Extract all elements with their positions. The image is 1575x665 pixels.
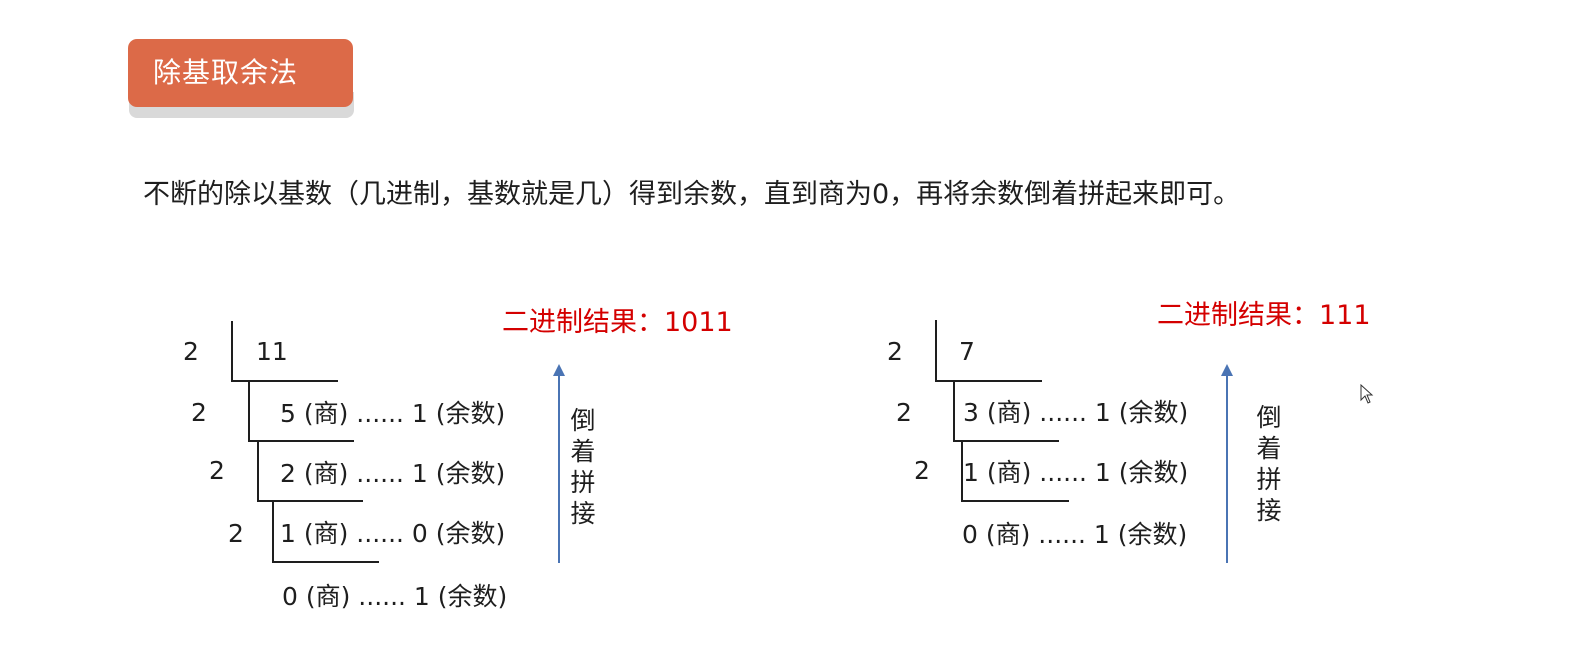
right-result-label: 二进制结果：111	[1157, 300, 1371, 331]
left-row-4: 0 (商) ...... 1 (余数)	[282, 582, 508, 611]
right-row-1: 3 (商) ...... 1 (余数)	[963, 398, 1189, 427]
right-bracket-v1	[953, 381, 955, 441]
left-divisor-1: 2	[191, 398, 207, 427]
right-row-2: 1 (商) ...... 1 (余数)	[963, 458, 1189, 487]
right-bracket-v2	[961, 441, 963, 501]
left-result-label: 二进制结果：1011	[502, 307, 733, 338]
page-title: 除基取余法	[128, 39, 353, 107]
left-bracket-v1	[248, 381, 250, 441]
left-bracket-v0	[231, 321, 233, 382]
left-row-1: 5 (商) ...... 1 (余数)	[280, 399, 506, 428]
mouse-cursor-icon	[1360, 384, 1374, 404]
left-bracket-h0	[231, 380, 338, 382]
left-divisor-0: 2	[183, 337, 199, 366]
left-row-2: 2 (商) ...... 1 (余数)	[280, 459, 506, 488]
right-up-arrow-icon	[1221, 364, 1233, 563]
left-bracket-h3	[272, 561, 379, 563]
left-bracket-h2	[257, 500, 363, 502]
left-divisor-2: 2	[209, 456, 225, 485]
right-bracket-v0	[935, 320, 937, 382]
right-bracket-h1	[953, 440, 1059, 442]
right-bracket-h2	[961, 500, 1069, 502]
right-divisor-2: 2	[914, 456, 930, 485]
right-divisor-0: 2	[887, 337, 903, 366]
left-up-arrow-icon	[553, 364, 565, 563]
left-arrow-label: 倒着拼接	[570, 406, 596, 528]
right-divisor-1: 2	[896, 398, 912, 427]
left-bracket-v2	[257, 441, 259, 501]
right-arrow-label: 倒着拼接	[1256, 403, 1282, 525]
right-bracket-h0	[935, 380, 1042, 382]
left-row-3: 1 (商) ...... 0 (余数)	[280, 519, 506, 548]
left-dividend: 11	[256, 337, 288, 366]
right-row-3: 0 (商) ...... 1 (余数)	[962, 520, 1188, 549]
left-bracket-v3	[272, 501, 274, 562]
left-divisor-3: 2	[228, 519, 244, 548]
left-bracket-h1	[248, 440, 354, 442]
right-dividend: 7	[959, 337, 975, 366]
description-text: 不断的除以基数（几进制，基数就是几）得到余数，直到商为0，再将余数倒着拼起来即可…	[143, 179, 1241, 210]
